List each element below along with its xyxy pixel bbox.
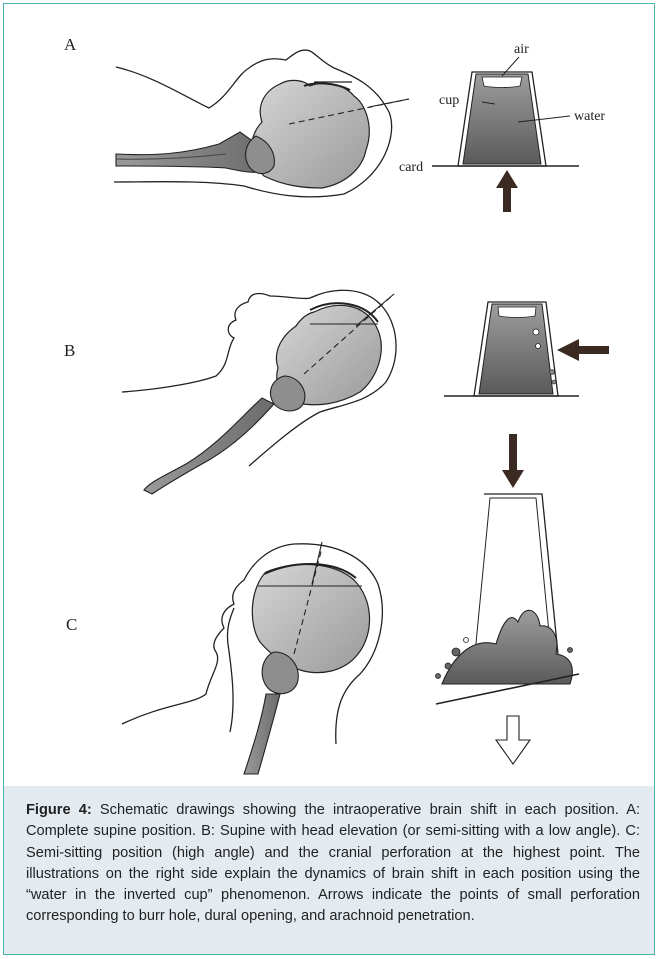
label-water: water xyxy=(574,109,605,124)
panel-b-letter: B xyxy=(64,341,75,360)
panel-c-letter: C xyxy=(66,615,77,634)
label-air: air xyxy=(514,42,529,57)
panel-a: A air cup water card xyxy=(64,35,605,212)
figure-illustration: A air cup water card xyxy=(4,4,656,784)
panel-c-head xyxy=(122,542,382,774)
panel-b: B xyxy=(64,290,609,494)
panel-c-cup xyxy=(436,434,580,764)
panel-a-letter: A xyxy=(64,35,77,54)
caption-box: Figure 4: Schematic drawings showing the… xyxy=(4,786,654,954)
caption-text: Schematic drawings showing the intraoper… xyxy=(26,802,640,924)
panel-a-head xyxy=(114,50,409,197)
label-cup: cup xyxy=(439,93,459,108)
panel-c: C xyxy=(66,434,579,774)
panel-b-head xyxy=(122,290,396,494)
panel-b-cup xyxy=(444,302,609,396)
figure-frame: A air cup water card xyxy=(3,3,655,955)
figure-caption: Figure 4: Schematic drawings showing the… xyxy=(26,800,640,928)
panel-a-cup: air cup water card xyxy=(399,42,605,212)
label-card: card xyxy=(399,160,423,175)
caption-label: Figure 4: xyxy=(26,802,92,818)
